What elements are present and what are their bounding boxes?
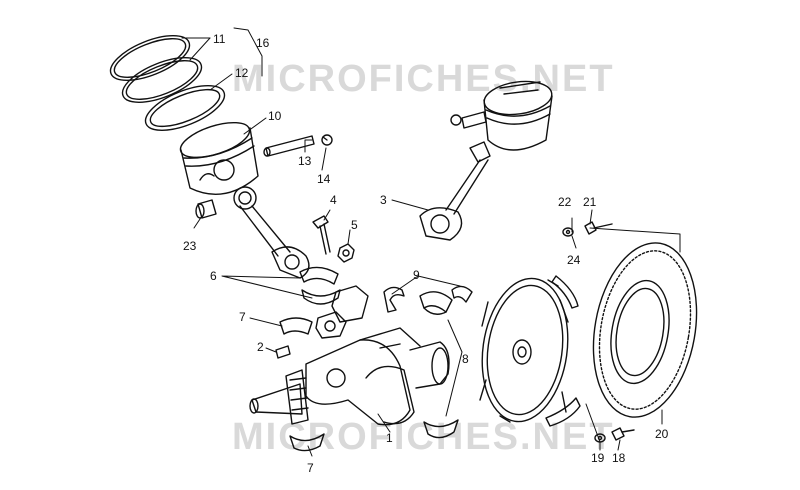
clutch-bolt: [611, 427, 635, 441]
piston-ring-middle: [121, 57, 203, 103]
rod-bolt: [312, 215, 331, 255]
callout-4: 4: [330, 193, 337, 207]
callout-13: 13: [298, 154, 312, 168]
flywheel-washer: [562, 227, 574, 237]
callout-10: 10: [268, 109, 282, 123]
thrust-washer-left: [383, 286, 405, 313]
bearing-shell-7-lower: [289, 433, 325, 452]
piston-pin: [263, 135, 315, 157]
callout-2: 2: [257, 340, 264, 354]
callout-14: 14: [317, 172, 331, 186]
piston-ring-oil: [144, 85, 226, 131]
bearing-shell-pair: [299, 266, 341, 305]
bearing-shell-7-upper: [279, 317, 313, 335]
flywheel-plate: [479, 275, 581, 427]
callout-16: 16: [256, 36, 270, 50]
leader-lines: [181, 27, 681, 457]
callout-11: 11: [213, 32, 226, 46]
ring-gear: [592, 242, 698, 418]
callout-23: 23: [183, 239, 197, 253]
callout-7-upper: 7: [239, 310, 246, 324]
callout-20: 20: [655, 427, 669, 441]
callout-5: 5: [351, 218, 358, 232]
callout-1: 1: [386, 431, 393, 445]
callout-24: 24: [567, 253, 581, 267]
piston-ring-top: [109, 35, 191, 81]
callout-9: 9: [413, 268, 420, 282]
callout-6: 6: [210, 269, 217, 283]
thrust-washer-right: [451, 285, 473, 303]
bearing-shell-8-lower: [423, 419, 459, 439]
connecting-rod-left: [233, 186, 310, 279]
callout-18: 18: [612, 451, 626, 465]
callout-19: 19: [591, 451, 605, 465]
piston-left: [179, 121, 259, 195]
crankshaft: [249, 327, 450, 426]
watermark-top: MICROFICHES.NET: [232, 58, 615, 100]
callout-3: 3: [380, 193, 387, 207]
callout-22: 22: [558, 195, 572, 209]
callout-12: 12: [235, 66, 249, 80]
callout-21: 21: [583, 195, 597, 209]
circlip: [321, 134, 333, 146]
piston-right: [450, 80, 553, 151]
small-end-bush: [195, 199, 217, 219]
flywheel-bolt: [584, 221, 613, 235]
callout-8: 8: [462, 352, 469, 366]
connecting-rod-right: [419, 141, 491, 241]
callout-7-lower: 7: [307, 461, 314, 475]
rod-nut: [337, 243, 355, 263]
main-bearing-cap: [315, 285, 369, 339]
dowel-pin: [275, 345, 291, 359]
bearing-shell-8-upper: [419, 291, 453, 315]
